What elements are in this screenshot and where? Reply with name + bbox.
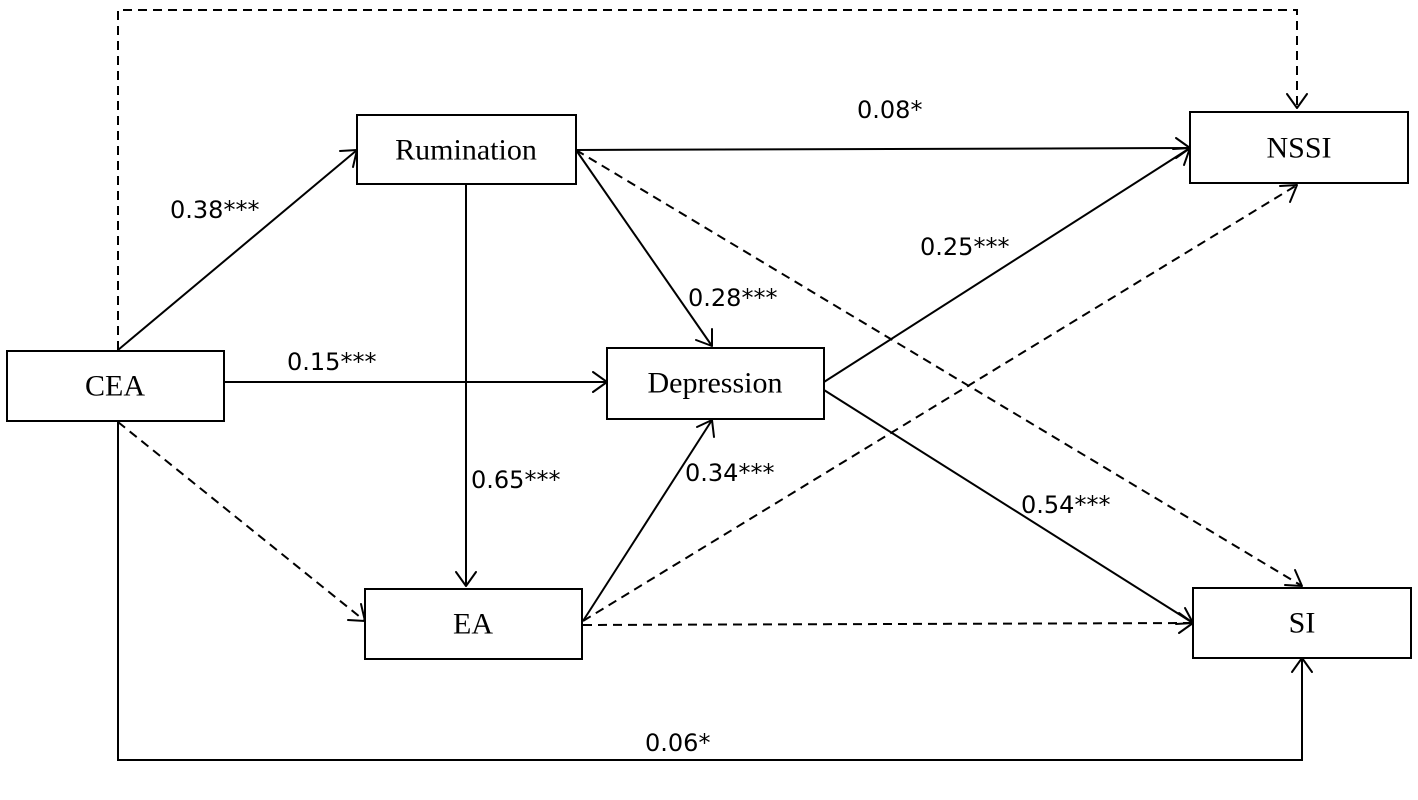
edge-rumination-si <box>575 149 1303 587</box>
coef-rumination-nssi: 0.08* <box>857 96 922 124</box>
edge-ea-depression <box>582 419 715 622</box>
edge-ea-nssi <box>582 184 1298 622</box>
node-label-cea: CEA <box>85 370 145 403</box>
coef-depression-si: 0.54*** <box>1021 491 1110 519</box>
node-label-depression: Depression <box>648 367 783 400</box>
node-rumination: Rumination <box>356 114 577 185</box>
edge-cea-nssi <box>117 9 1308 350</box>
coefficients: 0.38*** 0.15*** 0.28*** 0.65*** 0.34*** … <box>170 96 1110 757</box>
coef-cea-si: 0.06* <box>645 729 710 757</box>
edge-depression-nssi <box>823 147 1191 383</box>
node-label-ea: EA <box>453 608 493 641</box>
coef-cea-depression: 0.15*** <box>287 348 376 376</box>
coef-ea-depression: 0.34*** <box>685 459 774 487</box>
coef-rumination-ea: 0.65*** <box>471 466 560 494</box>
node-label-nssi: NSSI <box>1266 132 1331 165</box>
coef-depression-nssi: 0.25*** <box>920 233 1009 261</box>
edge-ea-si <box>582 612 1194 634</box>
node-label-si: SI <box>1289 607 1316 640</box>
edge-rumination-ea <box>455 185 477 587</box>
edges <box>117 9 1313 761</box>
edge-rumination-depression <box>575 149 713 347</box>
node-cea: CEA <box>6 350 225 422</box>
node-depression: Depression <box>606 347 825 420</box>
coef-cea-rumination: 0.38*** <box>170 196 259 224</box>
edge-cea-rumination <box>117 149 358 351</box>
edge-rumination-nssi <box>575 137 1191 159</box>
node-ea: EA <box>364 588 583 660</box>
edge-cea-depression <box>224 371 608 393</box>
edge-cea-ea <box>117 421 366 622</box>
edge-depression-si <box>823 389 1194 625</box>
node-label-rumination: Rumination <box>395 134 537 167</box>
node-si: SI <box>1192 587 1412 659</box>
coef-rumination-depression: 0.28*** <box>688 284 777 312</box>
node-nssi: NSSI <box>1189 111 1409 184</box>
